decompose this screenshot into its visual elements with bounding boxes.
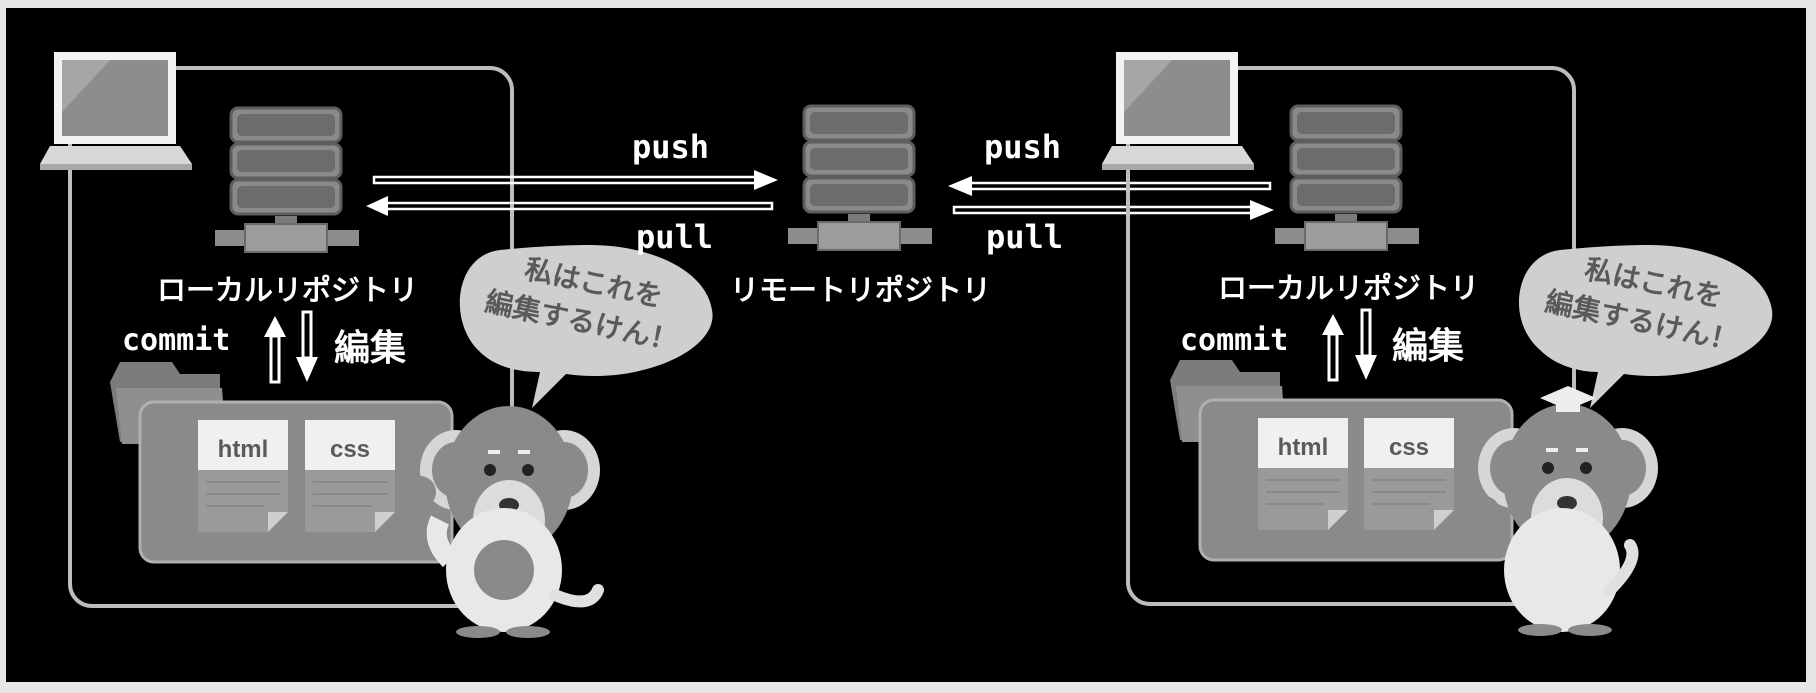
left-laptop-icon	[40, 52, 192, 170]
right-edit-arrow	[1355, 308, 1377, 380]
right-edit-label: 編集	[1392, 326, 1464, 367]
remote-server-icon	[786, 104, 934, 252]
right-laptop-icon	[1102, 52, 1254, 170]
svg-text:html: html	[1278, 434, 1329, 461]
left-css-file: css	[304, 419, 396, 533]
left-html-file: html	[197, 419, 289, 533]
right-speech-bubble: 私はこれを 編集するけん！	[1518, 245, 1773, 408]
remote-repo-label: リモートリポジトリ	[730, 273, 991, 307]
right-push-label: push	[984, 128, 1061, 166]
remote-repository-group: リモートリポジトリ	[730, 104, 991, 307]
left-push-label: push	[632, 128, 709, 166]
svg-text:css: css	[1389, 434, 1429, 461]
right-commit-arrow	[1322, 314, 1344, 382]
right-commit-label: commit	[1180, 323, 1288, 358]
left-edit-arrow	[296, 310, 318, 382]
left-edit-label: 編集	[334, 328, 406, 369]
right-monkey-mascot	[1468, 386, 1658, 636]
left-local-repo-label: ローカルリポジトリ	[157, 273, 418, 307]
right-user-group: push pull ローカルリポジトリ commit 編集 html css	[948, 52, 1773, 636]
left-pull-arrow	[366, 196, 774, 216]
svg-text:html: html	[218, 436, 269, 463]
right-pull-arrow	[952, 200, 1274, 220]
right-local-repo-label: ローカルリポジトリ	[1218, 271, 1479, 305]
left-user-group: ローカルリポジトリ commit 編集 html css 私はこれを 編集するけ	[40, 52, 778, 638]
right-graduation-cap-icon	[1540, 386, 1596, 410]
left-speech-bubble: 私はこれを 編集するけん！	[459, 245, 713, 408]
right-server-icon	[1273, 104, 1421, 252]
left-commit-arrow	[264, 316, 286, 384]
right-push-arrow	[948, 176, 1272, 196]
left-push-arrow	[372, 170, 778, 190]
left-pull-label: pull	[636, 218, 713, 256]
svg-text:css: css	[330, 436, 370, 463]
right-css-file: css	[1363, 417, 1455, 531]
right-html-file: html	[1257, 417, 1349, 531]
right-pull-label: pull	[986, 218, 1063, 256]
left-commit-label: commit	[122, 323, 230, 358]
left-server-icon	[213, 106, 361, 254]
left-monkey-mascot	[404, 406, 604, 638]
